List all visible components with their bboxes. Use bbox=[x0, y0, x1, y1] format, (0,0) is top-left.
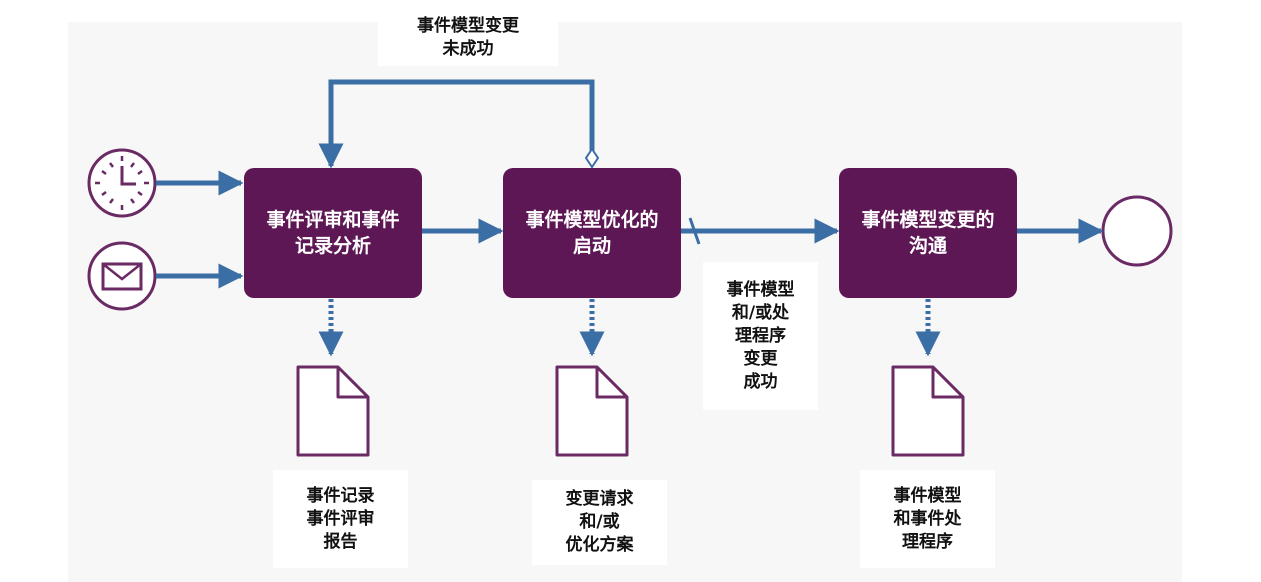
document-icon bbox=[555, 365, 629, 457]
document-icon bbox=[296, 365, 370, 457]
task-change-communication: 事件模型变更的沟通 bbox=[839, 168, 1017, 298]
success-label: 事件模型 和/或处 理程序 变更 成功 bbox=[703, 262, 818, 410]
task-review: 事件评审和事件记录分析 bbox=[244, 168, 422, 298]
conditional-flow-diamond bbox=[584, 147, 600, 169]
doc2-label: 变更请求 和/或 优化方案 bbox=[532, 480, 667, 565]
loop-label: 事件模型变更 未成功 bbox=[378, 10, 558, 66]
clock-icon bbox=[87, 148, 157, 218]
flow-slash bbox=[688, 217, 701, 245]
doc1-label: 事件记录 事件评审 报告 bbox=[273, 470, 408, 568]
end-event-circle bbox=[1101, 195, 1173, 267]
task-optimization-start: 事件模型优化的启动 bbox=[503, 168, 681, 298]
document-icon bbox=[891, 365, 965, 457]
loop-back-arrow bbox=[318, 79, 595, 169]
doc3-label: 事件模型 和事件处 理程序 bbox=[860, 470, 995, 568]
envelope-icon bbox=[87, 241, 157, 311]
